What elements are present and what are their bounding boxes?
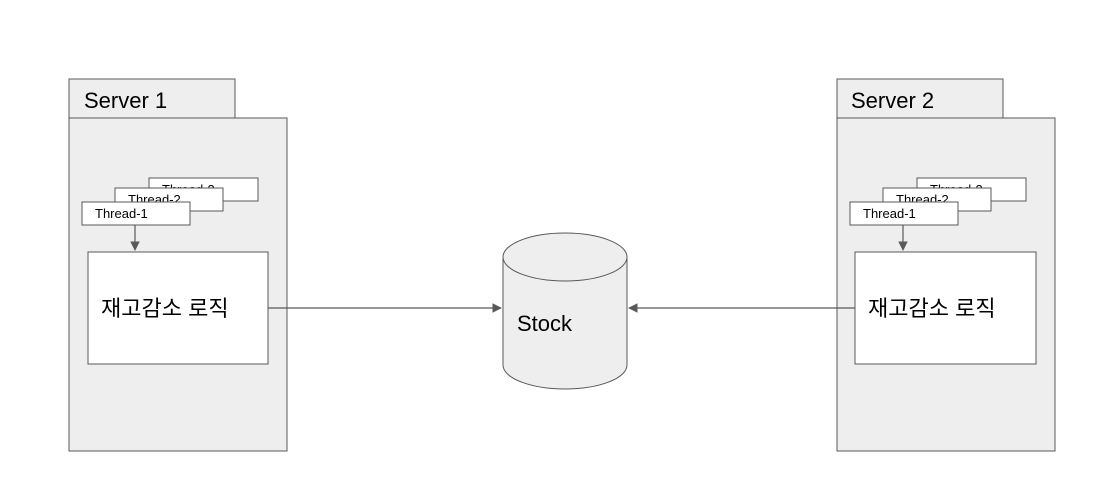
- server-1-tab: [68, 78, 236, 119]
- server-1-logic-box: [87, 251, 269, 365]
- server-1-thread-1-label: Thread-1: [95, 206, 148, 221]
- server-1-title: Server 1: [84, 88, 167, 113]
- database-top: [502, 232, 628, 282]
- server-1: Server 1 Thread-3 Thread-2 Thread-1 재고감소…: [68, 78, 288, 452]
- server-1-thread-1: Thread-1: [81, 201, 191, 226]
- server-2-logic-box: [854, 251, 1037, 365]
- database-label: Stock: [517, 311, 573, 336]
- server-1-logic-label: 재고감소 로직: [101, 296, 229, 321]
- server-2: Server 2 Thread-3 Thread-2 Thread-1 재고감소…: [836, 78, 1056, 452]
- database-body: [502, 257, 628, 390]
- server-2-thread-1: Thread-1: [849, 201, 959, 226]
- server-2-thread-1-label: Thread-1: [863, 206, 916, 221]
- stock-database: Stock: [502, 232, 628, 390]
- server-2-title: Server 2: [851, 88, 934, 113]
- server-2-logic-label: 재고감소 로직: [868, 296, 996, 321]
